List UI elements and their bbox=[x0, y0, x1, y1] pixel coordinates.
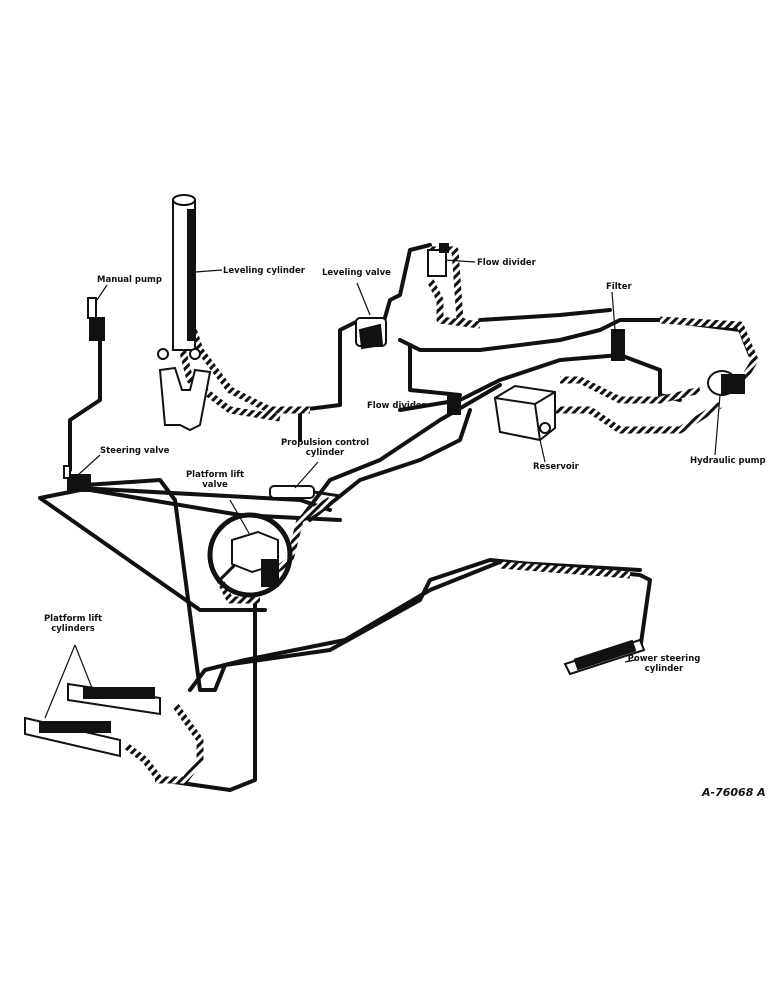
leveling-valve bbox=[355, 317, 387, 350]
label-propulsion-control-cylinder: Propulsion control cylinder bbox=[275, 438, 375, 458]
leveling-cylinder bbox=[157, 194, 212, 432]
hydraulic-pump bbox=[707, 370, 745, 396]
label-platform-lift-cylinders-line2: cylinders bbox=[51, 624, 95, 634]
label-leveling-cylinder: Leveling cylinder bbox=[223, 266, 305, 276]
label-platform-lift-cylinders-line1: Platform lift bbox=[43, 614, 103, 624]
filter bbox=[611, 329, 625, 361]
platform-lift-cylinders bbox=[24, 682, 161, 758]
flexible-hoses bbox=[122, 246, 759, 784]
label-propulsion-control-cylinder-line2: cylinder bbox=[305, 448, 345, 458]
power-steering-cylinder bbox=[563, 638, 646, 676]
label-steering-valve: Steering valve bbox=[100, 446, 170, 456]
label-platform-lift-valve-line1: Platform lift bbox=[185, 470, 245, 480]
figure-code: A-76068 A bbox=[702, 786, 766, 799]
label-power-steering-cylinder-line1: Power steering bbox=[627, 654, 701, 664]
label-platform-lift-valve: Platform lift valve bbox=[180, 470, 250, 490]
label-platform-lift-cylinders: Platform lift cylinders bbox=[38, 614, 108, 634]
label-propulsion-control-cylinder-line1: Propulsion control bbox=[280, 438, 370, 448]
label-power-steering-cylinder: Power steering cylinder bbox=[624, 654, 704, 674]
flow-divider-top bbox=[427, 243, 449, 277]
label-leveling-valve: Leveling valve bbox=[322, 268, 391, 278]
reservoir bbox=[493, 384, 556, 442]
leader-lines bbox=[44, 259, 721, 719]
label-platform-lift-valve-line2: valve bbox=[202, 480, 228, 490]
flow-divider-mid bbox=[447, 393, 461, 415]
propulsion-control-cylinder bbox=[269, 485, 341, 499]
manual-pump bbox=[87, 297, 105, 341]
label-reservoir: Reservoir bbox=[533, 462, 579, 472]
steering-valve bbox=[63, 465, 91, 492]
label-filter: Filter bbox=[606, 282, 632, 292]
label-flow-divider-top: Flow divider bbox=[477, 258, 536, 268]
label-hydraulic-pump: Hydraulic pump bbox=[690, 456, 766, 466]
label-manual-pump: Manual pump bbox=[97, 275, 162, 285]
label-flow-divider-mid: Flow divider bbox=[367, 401, 426, 411]
platform-lift-valve bbox=[207, 512, 293, 598]
label-power-steering-cylinder-line2: cylinder bbox=[644, 664, 684, 674]
